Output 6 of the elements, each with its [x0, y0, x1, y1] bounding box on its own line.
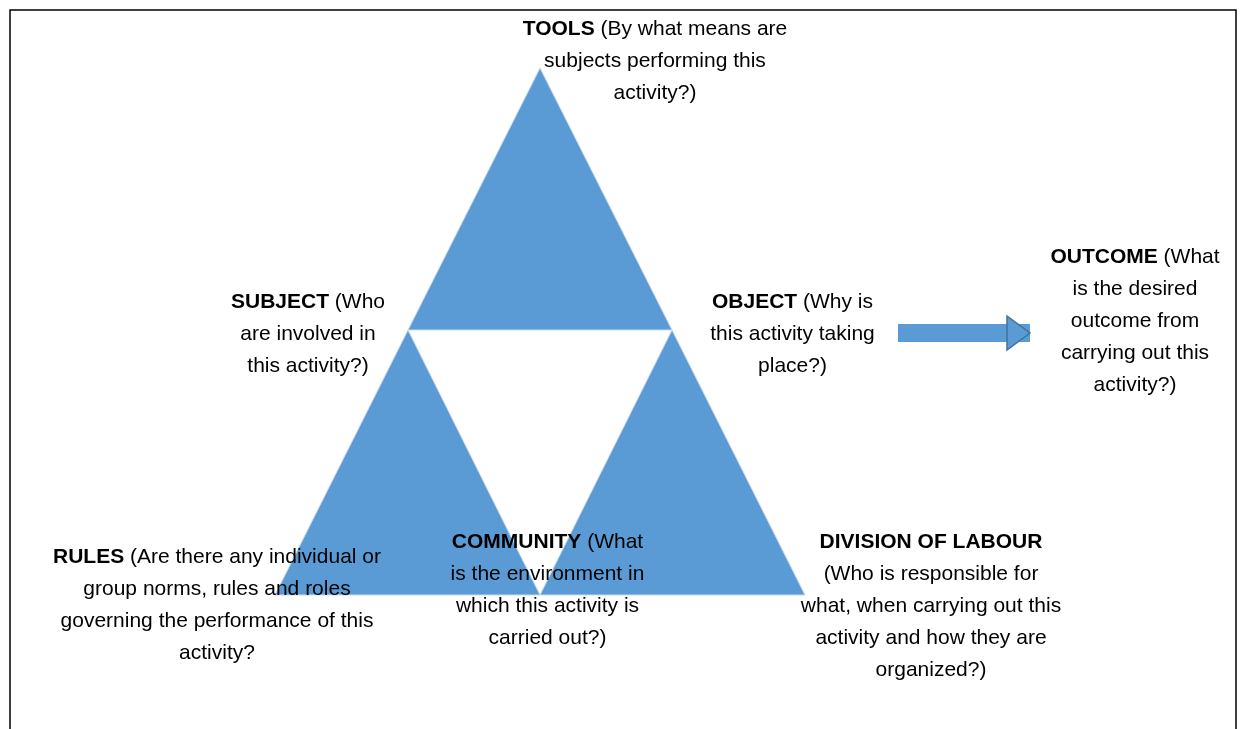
label-text: SUBJECT (Who are involved in this activity?) — [222, 285, 394, 381]
block-arrow — [898, 315, 1031, 351]
label-text: OUTCOME (What is the desired outcome from carrying out this activity?) — [1040, 240, 1230, 400]
label-text: DIVISION OF LABOUR (Who is responsible for what, when carrying out this activity and how they are organized?) — [800, 525, 1062, 685]
label-text: TOOLS (By what means are subjects performing this activity?) — [515, 12, 795, 108]
label-text: OBJECT (Why is this activity taking place?) — [695, 285, 890, 381]
